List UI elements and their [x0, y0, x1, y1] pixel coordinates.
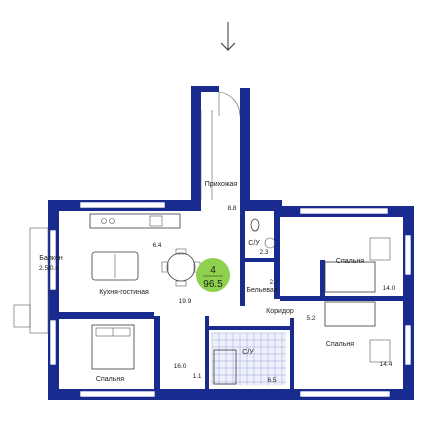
entrance-wardrobe	[200, 110, 213, 200]
area-laundry: 2.2	[269, 279, 278, 286]
badge-rooms: 4	[210, 265, 216, 276]
sofa	[91, 251, 139, 281]
total-area-badge: 4 96.5	[196, 258, 230, 292]
entrance-door	[218, 91, 241, 117]
area-entrance: 8.8	[227, 205, 236, 212]
kitchen-counter	[89, 213, 181, 229]
area-balcony: 2.5/0.8	[39, 265, 59, 272]
toilet-small	[250, 218, 276, 249]
label-bath-small: С/У	[248, 240, 260, 247]
badge-total: 96.5	[203, 279, 223, 290]
balcony-outline	[13, 227, 49, 334]
area-bedroom-ne: 14.0	[383, 285, 396, 292]
area-living: 19.9	[179, 298, 192, 305]
area-bedroom-se: 14.4	[380, 361, 393, 368]
label-bedroom-ne: Спальня	[336, 258, 364, 265]
bed-se	[324, 301, 391, 363]
label-corridor: Коридор	[266, 308, 294, 315]
area-bedroom-sw: 16.0	[174, 363, 187, 370]
label-balcony: Балкон	[39, 255, 63, 262]
area-kitchen-zone: 6.4	[152, 242, 161, 249]
area-bath-small: 2.3	[259, 249, 268, 256]
label-bath-large: С/У	[242, 349, 254, 356]
label-bedroom-sw: Спальня	[96, 376, 124, 383]
area-bath-large: 6.5	[267, 377, 276, 384]
area-closet: 1.1	[192, 373, 201, 380]
bed-ne	[324, 237, 391, 293]
label-living: Кухня-гостиная	[99, 289, 149, 296]
dining-table	[161, 248, 201, 287]
entry-arrow-icon	[220, 22, 236, 51]
bed-sw	[91, 324, 135, 370]
area-corridor: 5.2	[306, 315, 315, 322]
walls	[48, 86, 414, 400]
bathroom-tiles	[211, 332, 286, 385]
label-entrance: Прихожая	[205, 181, 238, 188]
label-bedroom-se: Спальня	[326, 341, 354, 348]
label-laundry: Бельевая	[246, 287, 277, 294]
